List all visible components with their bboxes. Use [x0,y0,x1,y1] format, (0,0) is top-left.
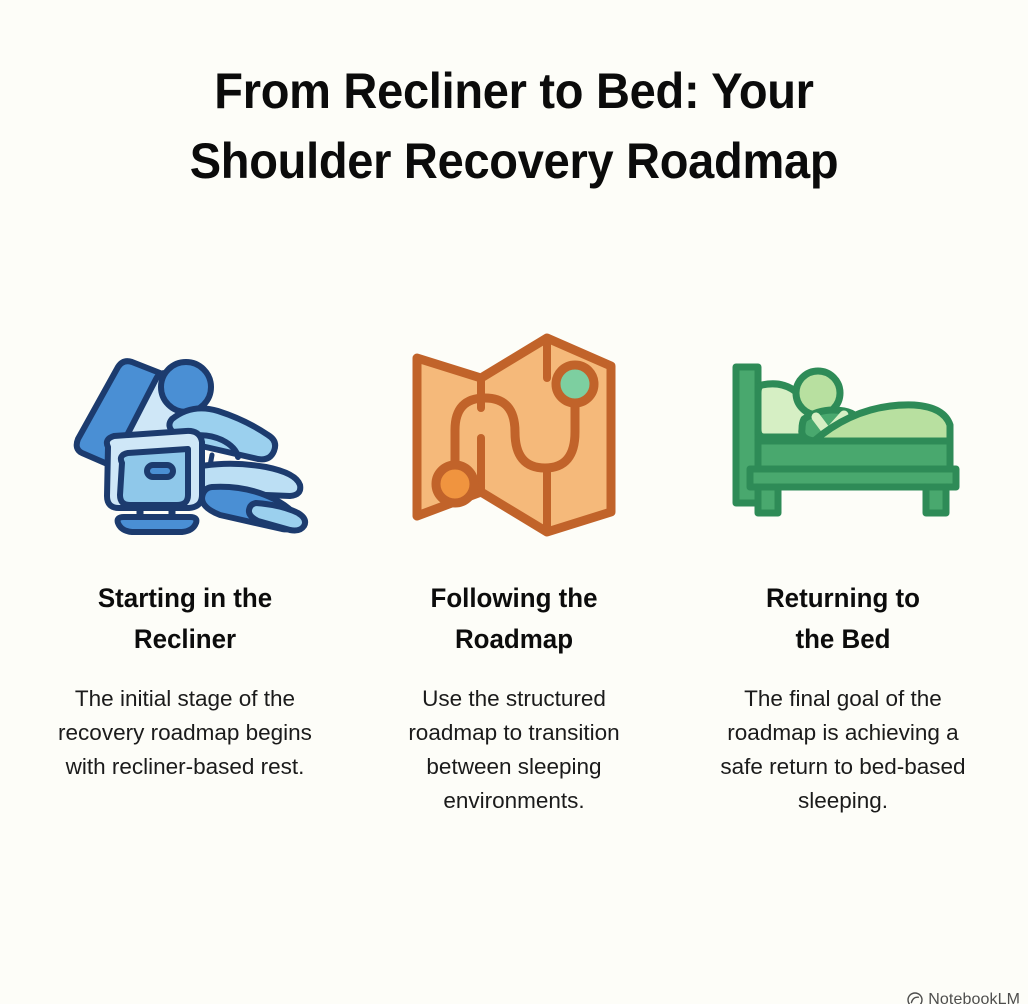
map-start-marker [431,460,479,508]
watermark: NotebookLM [907,991,1020,1004]
step-heading-recliner: Starting in the Recliner [65,578,305,660]
notebooklm-logo-icon [907,992,923,1004]
bed-blanket [810,401,954,445]
step-heading-roadmap-line-2: Roadmap [454,624,574,654]
bed-sleeper-icon-wrap [692,300,994,570]
map-route-path [450,393,580,477]
step-card-bed: Returning to the Bed The final goal of t… [692,300,994,818]
recliner-icon [73,358,309,535]
step-heading-bed-line-2: the Bed [795,624,891,654]
step-heading-recliner-line-2: Recliner [133,624,237,654]
page-title-line-1: From Recliner to Bed: Your [214,63,814,119]
step-heading-bed-line-1: Returning to [765,583,921,613]
page-title-line-2: Shoulder Recovery Roadmap [189,133,839,189]
map-end-marker [551,360,599,408]
step-heading-recliner-line-1: Starting in the [97,583,273,613]
recliner-icon-wrap [34,300,336,570]
step-body-recliner: The initial stage of the recovery roadma… [58,686,312,779]
step-card-roadmap: Following the Roadmap Use the structured… [363,300,665,818]
bed-mattress [754,437,954,473]
page-title: From Recliner to Bed: Your Shoulder Reco… [0,56,1028,196]
bed-frame [746,465,960,491]
watermark-label: NotebookLM [928,991,1020,1004]
step-card-recliner: Starting in the Recliner The initial sta… [34,300,336,784]
step-heading-roadmap: Following the Roadmap [394,578,634,660]
map-fold-creases [477,334,551,536]
step-heading-bed: Returning to the Bed [723,578,963,660]
folded-map-icon [412,333,616,537]
bed-sleeper-icon [732,363,960,517]
bed-leg-left [754,483,782,517]
step-body-roadmap: Use the structured roadmap to transition… [408,686,620,813]
steps-row: Starting in the Recliner The initial sta… [34,300,994,818]
step-body-bed: The final goal of the roadmap is achievi… [720,686,966,813]
step-heading-roadmap-line-1: Following the [430,583,598,613]
folded-map-icon-wrap [363,300,665,570]
bed-leg-right [922,483,950,517]
